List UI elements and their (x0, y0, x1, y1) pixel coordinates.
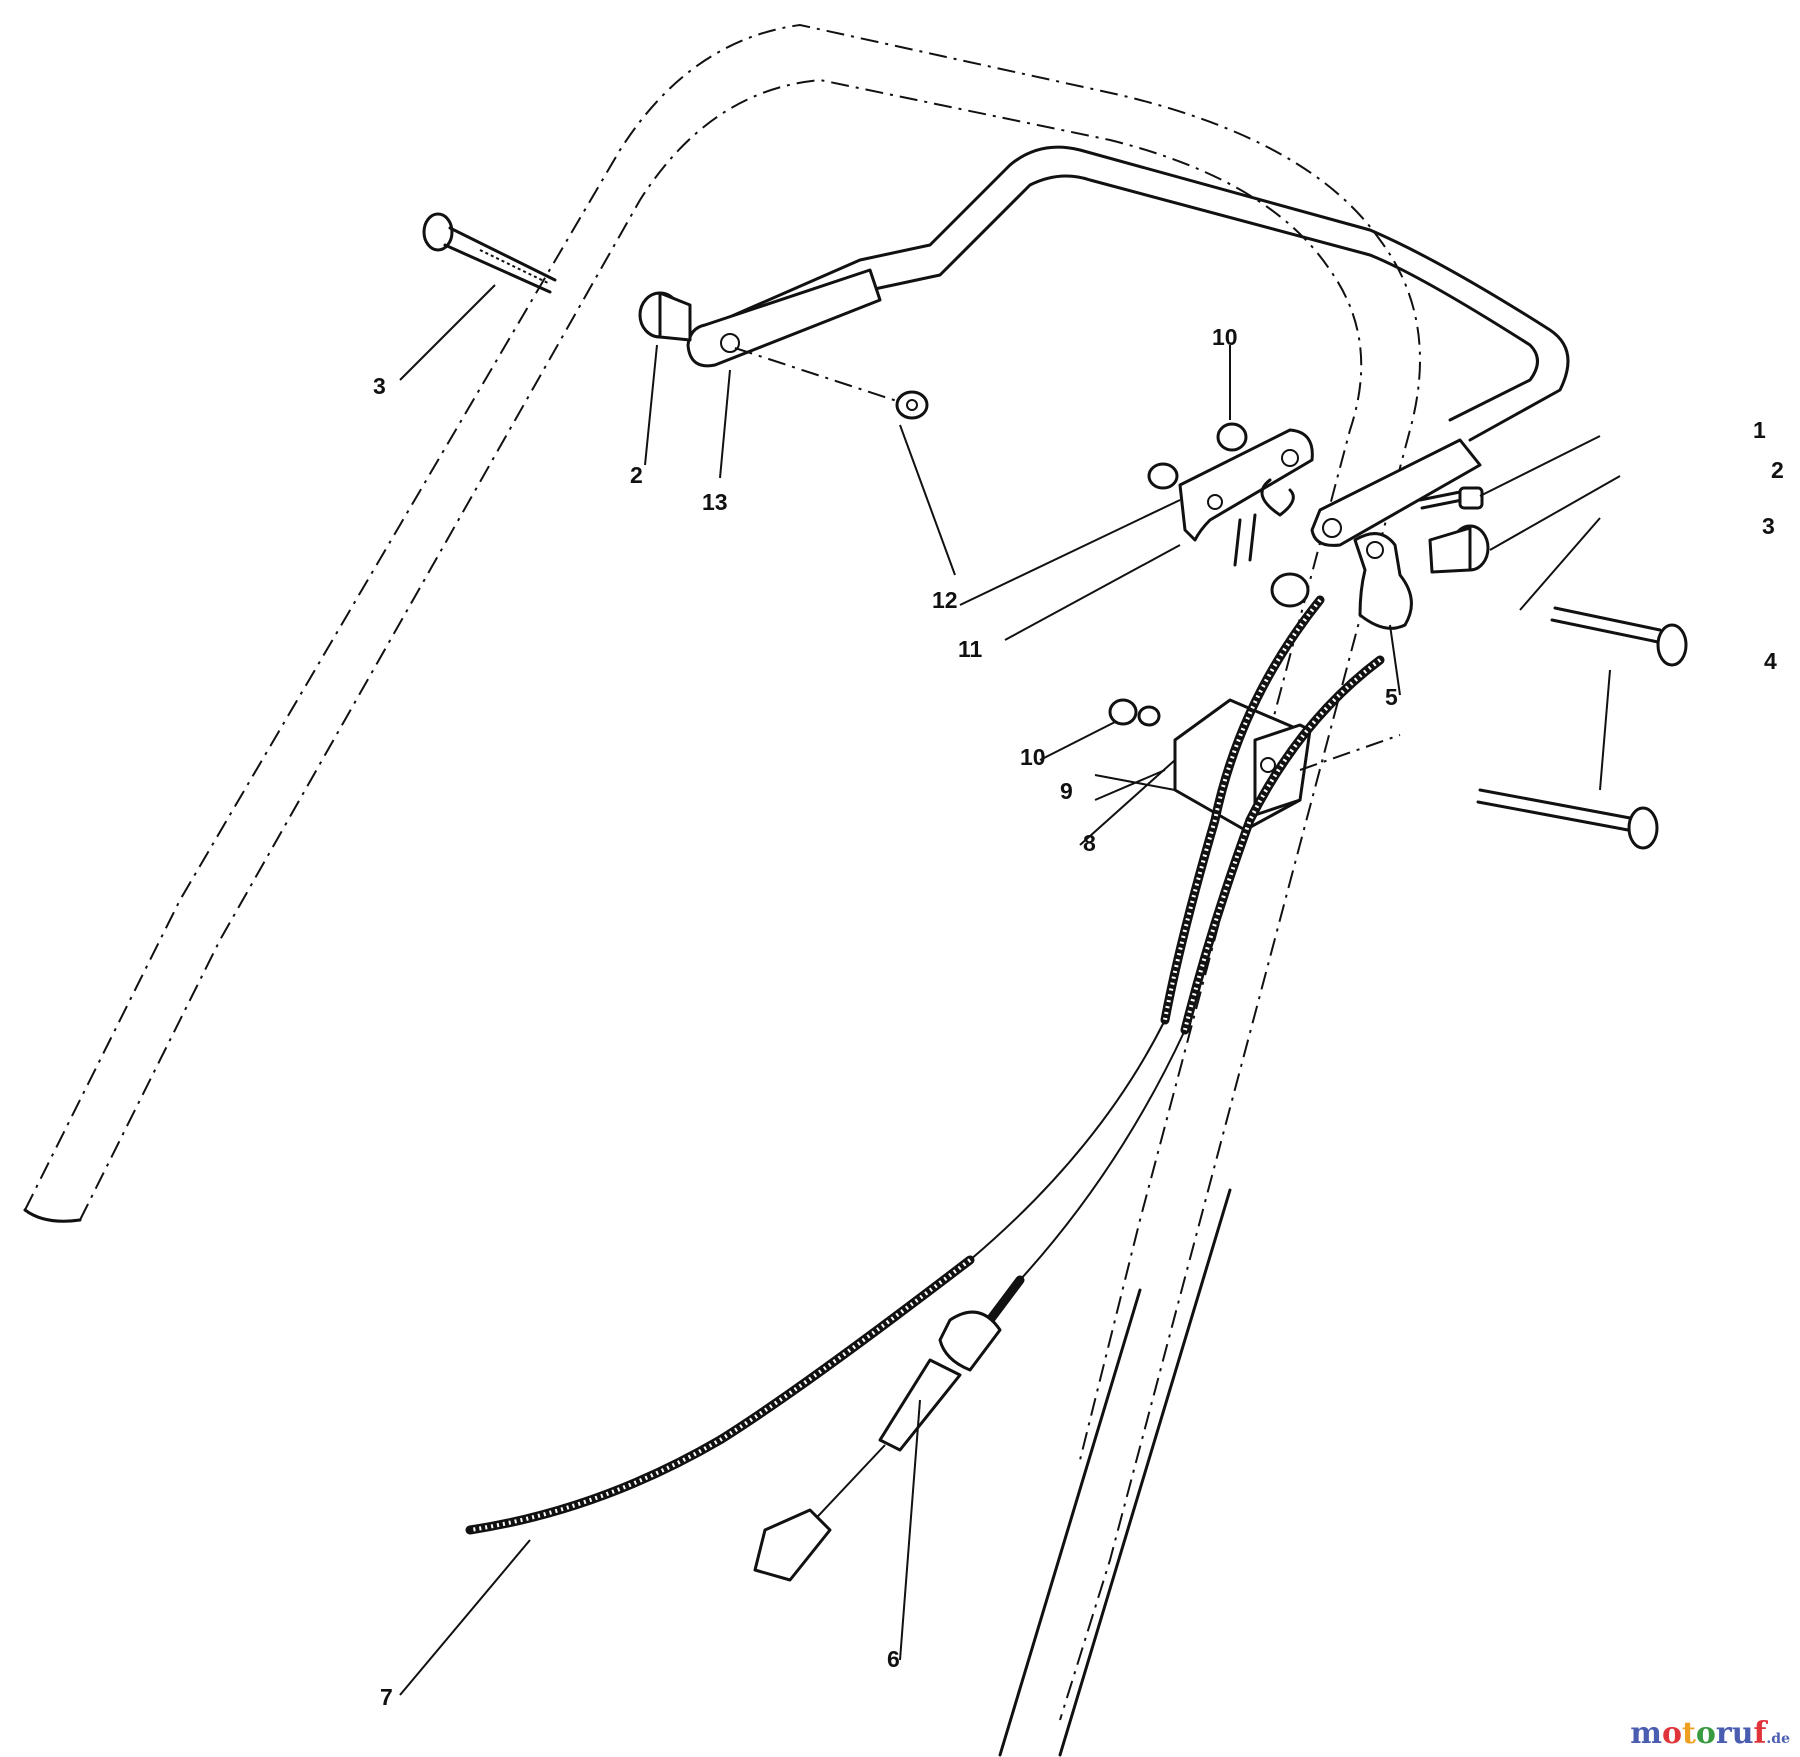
label-3-right: 3 (1762, 513, 1775, 539)
bolt-3-left (422, 212, 557, 294)
label-5: 5 (1385, 684, 1398, 710)
label-7: 7 (380, 1684, 393, 1710)
cables (465, 595, 1385, 1582)
watermark: motoruf.de (1630, 1716, 1790, 1751)
right-assembly (1270, 486, 1490, 630)
callout-labels: 1 2 2 3 3 4 5 6 7 8 9 10 10 11 12 13 (373, 324, 1784, 1710)
label-8: 8 (1083, 830, 1096, 856)
link-arm-left (686, 268, 882, 368)
bolts-right (1476, 606, 1688, 850)
nut-12-top (734, 347, 929, 420)
control-bail (686, 145, 1570, 547)
link-arm-right (1310, 438, 1482, 547)
watermark-brand: motoruf (1630, 1716, 1767, 1751)
bushing-2-left (638, 291, 692, 342)
label-2-right: 2 (1771, 457, 1784, 483)
label-10-lower: 10 (1020, 744, 1046, 770)
label-13: 13 (702, 489, 728, 515)
label-4: 4 (1764, 648, 1777, 674)
label-2-left: 2 (630, 462, 643, 488)
outer-handle (23, 23, 1421, 1757)
leader-lines (399, 284, 1621, 1696)
plate-11 (1147, 422, 1314, 567)
label-9: 9 (1060, 778, 1073, 804)
label-10-upper: 10 (1212, 324, 1238, 350)
label-12: 12 (932, 587, 958, 613)
watermark-suffix: .de (1766, 1731, 1790, 1747)
lever-5 (1353, 532, 1413, 630)
label-3-left: 3 (373, 373, 386, 399)
label-1: 1 (1753, 417, 1766, 443)
label-11: 11 (958, 636, 983, 662)
label-6: 6 (887, 1646, 900, 1672)
